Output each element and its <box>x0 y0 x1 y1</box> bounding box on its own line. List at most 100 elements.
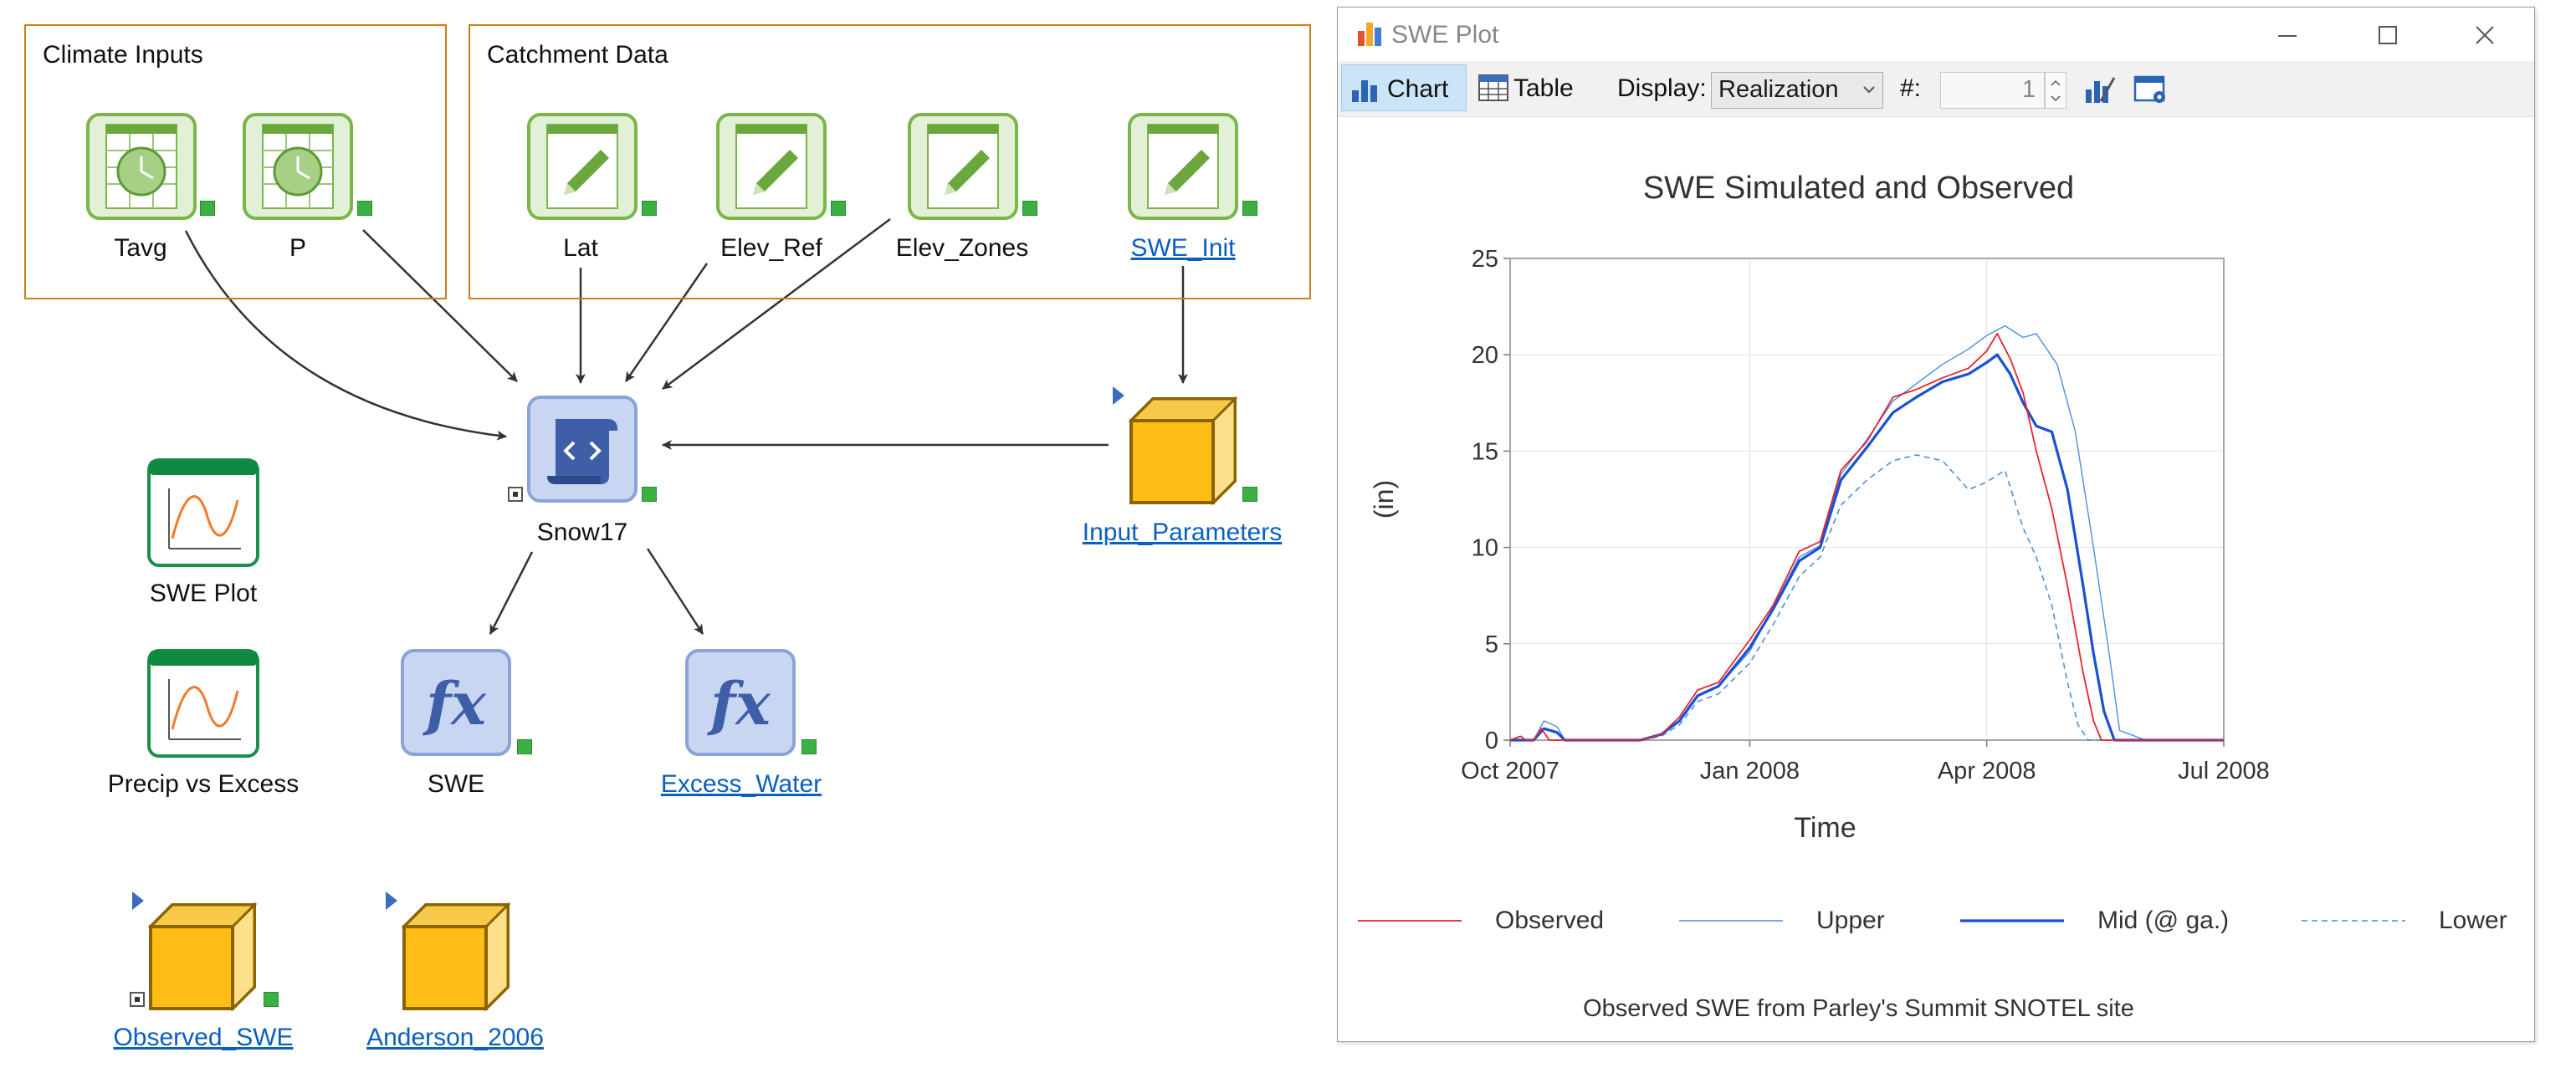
status-indicator <box>1242 201 1257 216</box>
spin-arrows-icon <box>2051 79 2061 102</box>
y-tick-label: 15 <box>1472 438 1498 465</box>
y-tick-label: 20 <box>1472 342 1498 369</box>
flag-icon <box>1113 386 1124 405</box>
chart-element-icon[interactable] <box>147 458 259 567</box>
display-select[interactable]: Realization <box>1711 72 1883 109</box>
timeseries-clock-icon[interactable] <box>86 113 197 220</box>
data-pencil-icon[interactable] <box>716 113 827 220</box>
chart-title: SWE Simulated and Observed <box>1643 171 2074 206</box>
node-label-excess-water[interactable]: Excess_Water <box>660 770 822 798</box>
timeseries-clock-icon[interactable] <box>243 113 353 220</box>
swe-plot-window[interactable]: SWE Plot Chart Table Display: Realizatio… <box>1337 7 2535 1042</box>
tab-chart[interactable]: Chart <box>1341 64 1467 111</box>
data-pencil-icon[interactable] <box>527 113 638 220</box>
realization-number-input[interactable]: 1 <box>1940 72 2045 109</box>
model-canvas[interactable]: Climate Inputs Catchment Data Tavg P Lat <box>0 0 1330 1078</box>
node-label-swe-plot[interactable]: SWE Plot <box>149 580 258 607</box>
node-label-swe[interactable]: SWE <box>427 770 485 798</box>
bar-chart-icon <box>1352 80 1377 102</box>
display-label: Display: <box>1617 74 1707 102</box>
status-indicator <box>1242 487 1257 502</box>
status-indicator <box>264 992 279 1007</box>
target-icon[interactable] <box>130 992 145 1007</box>
node-label-input-parameters[interactable]: Input_Parameters <box>1082 519 1283 546</box>
x-tick-label: Jul 2008 <box>2178 758 2270 784</box>
status-indicator <box>642 487 657 502</box>
arrow-snow17-excess <box>646 548 704 635</box>
minimize-icon[interactable] <box>2275 23 2300 48</box>
node-label-swe-init[interactable]: SWE_Init <box>1130 234 1236 262</box>
data-pencil-icon[interactable] <box>908 113 1018 220</box>
chart-footnote: Observed SWE from Parley's Summit SNOTEL… <box>1583 995 2134 1022</box>
connector-arrows <box>184 217 1188 635</box>
arrow-elevref-snow17 <box>624 263 709 382</box>
table-grid-icon <box>1478 74 1508 101</box>
tab-table-label: Table <box>1513 74 1574 102</box>
legend-label: Mid (@ ga.) <box>2097 907 2229 934</box>
plot-toolbar: Chart Table Display: Realization #: 1 <box>1338 61 2534 117</box>
status-indicator <box>831 201 846 216</box>
y-tick-label: 10 <box>1472 535 1498 562</box>
flag-icon <box>386 892 397 910</box>
series-line-observed <box>1509 333 2224 741</box>
window-settings-icon[interactable] <box>2133 73 2169 106</box>
y-tick-label: 0 <box>1485 728 1498 754</box>
node-label-snow17[interactable]: Snow17 <box>536 519 628 546</box>
node-label-anderson-2006[interactable]: Anderson_2006 <box>366 1024 544 1051</box>
status-indicator <box>1022 201 1037 216</box>
status-indicator <box>200 201 215 216</box>
arrow-snow17-swe <box>489 551 534 635</box>
legend-label: Observed <box>1495 907 1604 934</box>
container-cube-icon[interactable] <box>147 902 258 1012</box>
target-icon[interactable] <box>508 487 523 502</box>
node-label-precip-vs-excess[interactable]: Precip vs Excess <box>107 770 300 798</box>
arrow-elevzones-snow17 <box>662 217 891 391</box>
x-tick-label: Apr 2008 <box>1938 758 2036 784</box>
legend-label: Upper <box>1816 907 1885 934</box>
function-fx-icon[interactable]: fx <box>401 649 511 756</box>
status-indicator <box>517 739 532 754</box>
y-axis-label: (in) <box>1369 480 1399 519</box>
chevron-down-icon <box>1863 86 1875 94</box>
status-indicator <box>642 201 657 216</box>
function-fx-icon[interactable]: fx <box>685 649 796 756</box>
window-title: SWE Plot <box>1391 21 1499 49</box>
x-tick-label: Jan 2008 <box>1700 758 1800 784</box>
plot-area <box>1509 258 2225 741</box>
container-climate-inputs[interactable]: Climate Inputs <box>24 24 447 299</box>
maximize-icon[interactable] <box>2375 23 2400 48</box>
node-label-elev-zones[interactable]: Elev_Zones <box>895 234 1029 262</box>
number-spinner[interactable] <box>2045 72 2066 109</box>
arrow-tavg-snow17 <box>184 230 507 441</box>
node-label-elev-ref[interactable]: Elev_Ref <box>720 234 822 262</box>
tab-chart-label: Chart <box>1387 75 1449 103</box>
arrow-p-snow17 <box>362 229 518 382</box>
node-label-lat[interactable]: Lat <box>563 234 598 262</box>
node-label-tavg[interactable]: Tavg <box>114 234 167 262</box>
close-icon[interactable] <box>2472 23 2497 48</box>
node-label-p[interactable]: P <box>289 234 307 262</box>
svg-text:fx: fx <box>706 669 771 738</box>
container-title: Climate Inputs <box>43 41 203 69</box>
status-indicator <box>357 201 372 216</box>
status-indicator <box>801 739 817 754</box>
node-label-observed-swe[interactable]: Observed_SWE <box>113 1024 294 1051</box>
realization-number-label: #: <box>1900 74 1922 102</box>
container-cube-icon[interactable] <box>1128 396 1238 506</box>
legend-label: Lower <box>2439 907 2507 934</box>
plot-frame <box>1509 258 2225 741</box>
container-title: Catchment Data <box>487 41 668 69</box>
data-pencil-icon[interactable] <box>1128 113 1238 220</box>
x-tick-label: Oct 2007 <box>1461 758 1559 784</box>
chart-properties-icon[interactable] <box>2082 73 2118 106</box>
display-select-value: Realization <box>1718 76 1839 103</box>
y-tick-label: 25 <box>1472 246 1498 273</box>
container-cube-icon[interactable] <box>401 902 511 1012</box>
chart-element-icon[interactable] <box>147 649 259 758</box>
tab-table[interactable]: Table <box>1472 64 1589 111</box>
x-axis-label: Time <box>1794 812 1856 844</box>
series-line-lower <box>1510 454 2224 741</box>
container-catchment-data[interactable]: Catchment Data <box>469 24 1311 299</box>
script-icon[interactable] <box>527 396 638 503</box>
